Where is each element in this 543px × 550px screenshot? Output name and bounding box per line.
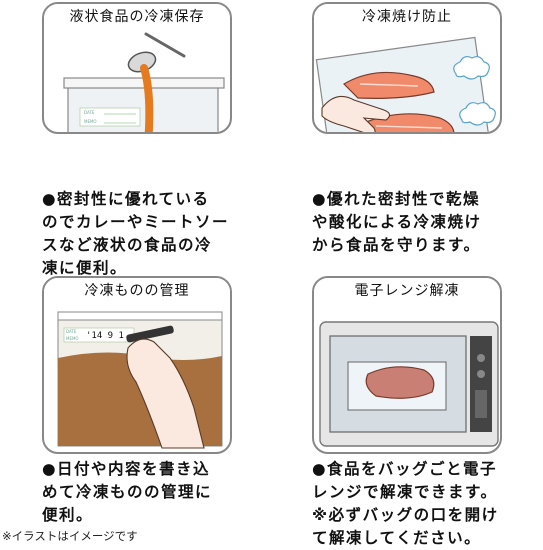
panel-title: 電子レンジ解凍 [314,278,500,304]
pen-icon [126,325,174,343]
ladle-icon [127,32,186,132]
meat-icon [365,366,435,399]
panel-title: 冷凍焼け防止 [314,4,500,30]
label-bag-illustration: DATE MEMO '14 9 1 [57,311,223,449]
panel-liquid-storage: 液状食品の冷凍保存 DATE MEMO [42,2,232,134]
illustration-footnote: ※イラストはイメージです [2,529,138,543]
panel-labeling: 冷凍ものの管理 DATE MEMO '14 9 1 [42,276,232,454]
panel-microwave: 電子レンジ解凍 [312,276,502,454]
caption-labeling: ●日付や内容を書き込 めて冷凍ものの管理に 便利。 [42,460,213,524]
microwave-illustration [319,321,499,447]
handwritten-date: '14 9 1 [86,331,124,341]
hand-icon [321,95,391,132]
caption-freezer-burn: ●優れた密封性で乾燥 や酸化による冷凍焼け から食品を守ります。 [312,190,482,254]
bag-date-label: DATE [84,110,95,115]
caption-liquid-storage: ●密封性に優れている のでカレーやミートソー スなど液状の食品の冷 凍に便利。 [42,190,230,277]
liquid-bag-illustration: DATE MEMO [63,32,225,132]
panel-title: 冷凍ものの管理 [44,278,230,304]
hand-icon [126,338,205,449]
caption-microwave: ●食品をバッグごと電子 レンジで解凍できます。 ※必ずバッグの口を開け て解凍し… [312,460,499,547]
salmon-bag-illustration [315,36,496,132]
bag-memo-label: MEMO [84,119,97,124]
panel-title: 液状食品の冷凍保存 [44,4,230,30]
panel-freezer-burn: 冷凍焼け防止 [312,2,502,134]
bag-date-label: DATE [66,329,77,334]
bag-memo-label: MEMO [66,336,79,341]
frost-cloud-icon [453,56,496,126]
